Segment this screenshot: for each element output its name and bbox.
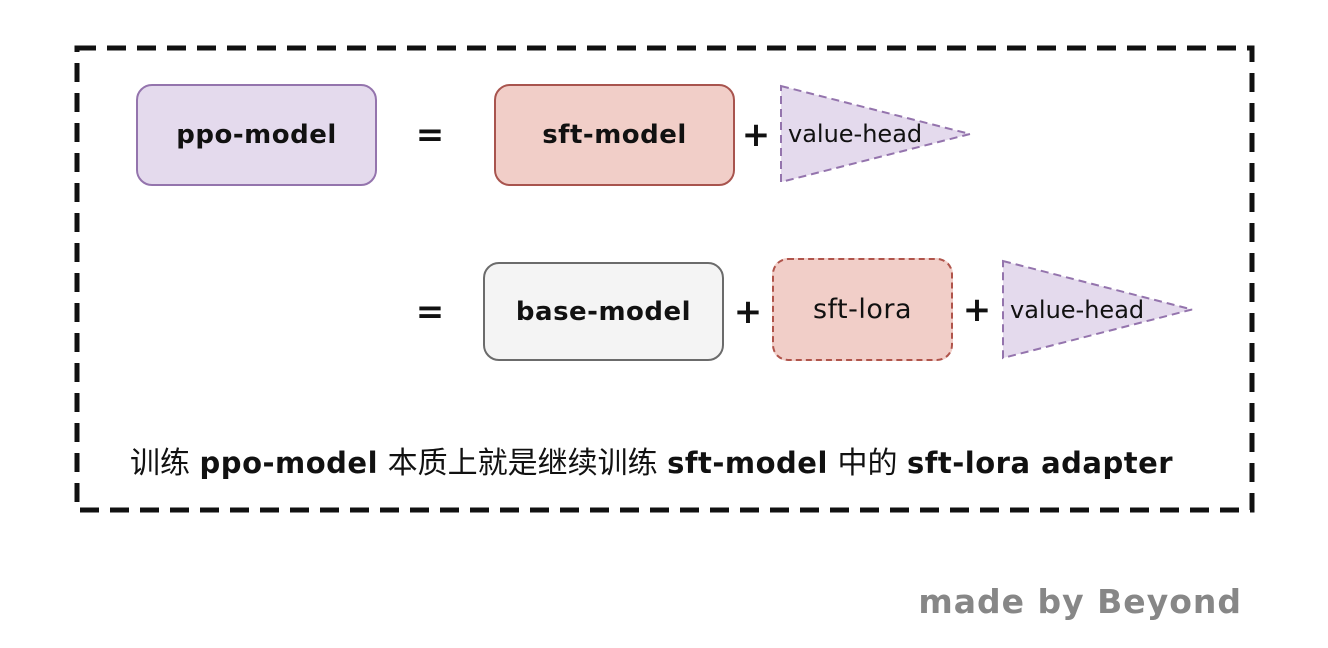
ppo-model-label: ppo-model	[176, 120, 337, 150]
ppo-model-box: ppo-model	[136, 84, 377, 186]
value-head-triangle-icon	[1002, 259, 1193, 360]
caption-segment: 本质上就是继续训练	[378, 446, 668, 481]
caption-segment-code: ppo-model	[199, 446, 379, 480]
value-head-triangle-icon	[780, 84, 971, 184]
value-head-shape-row1: value-head	[778, 83, 974, 185]
sft-lora-box: sft-lora	[772, 258, 953, 361]
caption-segment-code: sft-lora adapter	[907, 446, 1174, 480]
sft-model-box: sft-model	[494, 84, 735, 186]
value-head-shape-row2: value-head	[1000, 258, 1196, 361]
base-model-box: base-model	[483, 262, 724, 361]
watermark: made by Beyond	[918, 582, 1242, 621]
caption-segment-code: sft-model	[667, 446, 828, 480]
plus-operator-row2-b: +	[962, 289, 992, 330]
plus-operator-row2-a: +	[733, 291, 763, 332]
equals-operator-row1: =	[415, 115, 445, 155]
equals-operator-row2: =	[415, 291, 445, 332]
value-head-label-row1: value-head	[788, 120, 923, 148]
base-model-label: base-model	[515, 296, 692, 327]
plus-operator-row1: +	[741, 115, 771, 155]
caption-segment: 训练	[130, 446, 200, 481]
caption: 训练 ppo-model 本质上就是继续训练 sft-model 中的 sft-…	[130, 438, 1173, 482]
sft-lora-label: sft-lora	[812, 294, 913, 325]
value-head-label-row2: value-head	[1010, 295, 1145, 324]
sft-model-label: sft-model	[542, 120, 687, 150]
caption-segment: 中的	[827, 446, 907, 481]
